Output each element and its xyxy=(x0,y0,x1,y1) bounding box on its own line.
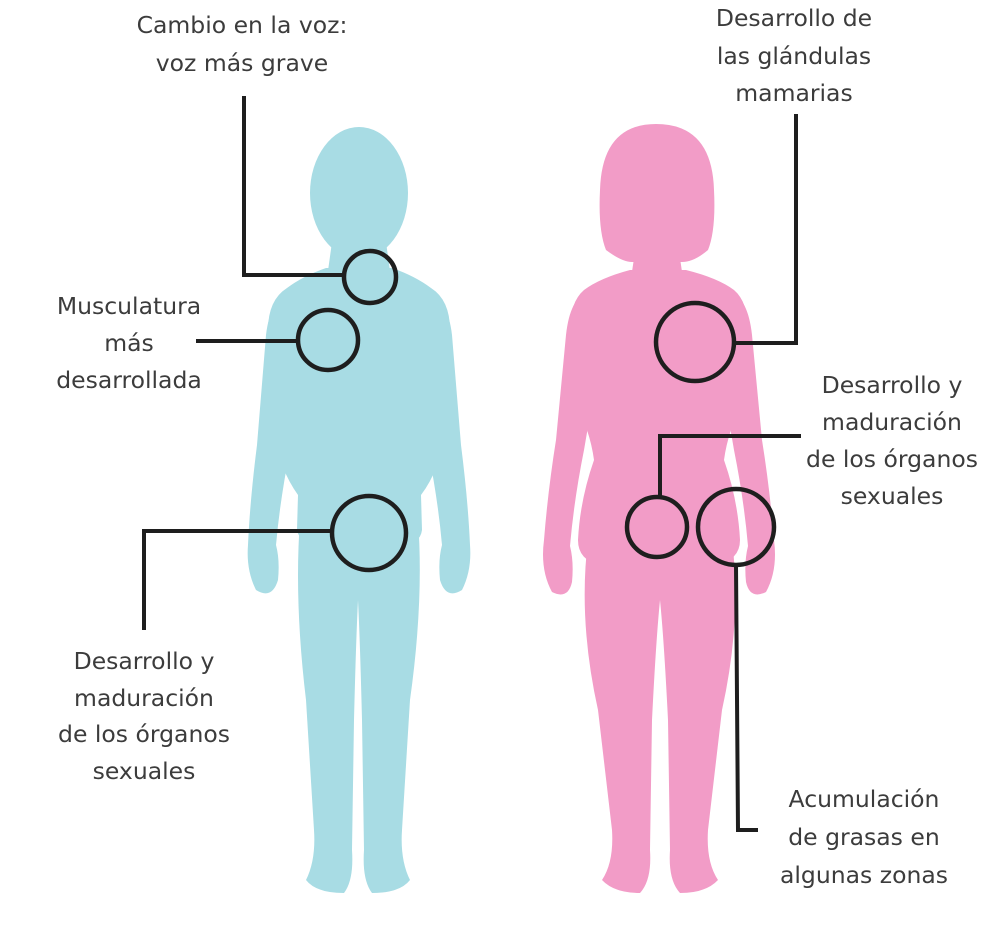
fat-label: Acumulación de grasas en algunas zonas xyxy=(780,785,948,889)
fat-connector xyxy=(734,564,758,832)
female-organs-label-line-4: sexuales xyxy=(841,482,944,510)
voice-label-line-1: Cambio en la voz: xyxy=(137,11,348,39)
mammary-label-line-3: mamarias xyxy=(735,79,852,107)
fat-label-line-3: algunas zonas xyxy=(780,861,948,889)
muscles-label-line-1: Musculatura xyxy=(57,292,201,320)
male-organs-label-line-3: de los órganos xyxy=(58,720,230,748)
female-organs-label: Desarrollo y maduración de los órganos s… xyxy=(806,371,978,510)
female-organs-label-line-3: de los órganos xyxy=(806,445,978,473)
male-organs-label-line-4: sexuales xyxy=(93,757,196,785)
female-head xyxy=(599,124,715,262)
male-organs-label-line-1: Desarrollo y xyxy=(74,647,215,675)
female-right-arm xyxy=(722,292,775,595)
female-torso xyxy=(570,270,748,565)
muscles-label-line-2: más xyxy=(104,329,154,357)
female-organs-label-line-2: maduración xyxy=(822,408,962,436)
female-callouts xyxy=(624,114,801,832)
male-organs-label-line-2: maduración xyxy=(74,684,214,712)
male-organs-label: Desarrollo y maduración de los órganos s… xyxy=(58,647,230,785)
mammary-connector xyxy=(734,114,798,345)
muscles-label-line-3: desarrollada xyxy=(56,366,202,394)
male-head xyxy=(310,127,408,259)
male-figure xyxy=(247,127,471,893)
female-organs-connector xyxy=(658,434,801,497)
male-organs-connector xyxy=(142,529,334,630)
fat-label-line-2: de grasas en xyxy=(788,823,940,851)
mammary-label: Desarrollo de las glándulas mamarias xyxy=(716,4,872,107)
female-legs xyxy=(584,540,736,893)
mammary-label-line-1: Desarrollo de xyxy=(716,4,872,32)
female-figure xyxy=(543,124,775,893)
voice-connector xyxy=(242,96,344,277)
male-right-arm xyxy=(418,292,471,594)
male-torso xyxy=(268,268,450,545)
voice-label-line-2: voz más grave xyxy=(156,49,328,77)
mammary-ring xyxy=(653,300,737,384)
female-organs-label-line-1: Desarrollo y xyxy=(822,371,963,399)
muscles-label: Musculatura más desarrollada xyxy=(56,292,202,394)
male-callouts xyxy=(142,96,409,630)
female-organs-ring-left xyxy=(624,494,690,560)
mammary-label-line-2: las glándulas xyxy=(717,42,871,70)
voice-label: Cambio en la voz: voz más grave xyxy=(137,11,348,77)
voice-ring xyxy=(341,248,399,306)
male-left-arm xyxy=(247,292,300,594)
male-organs-ring xyxy=(329,493,409,573)
fat-label-line-1: Acumulación xyxy=(789,785,940,813)
male-legs xyxy=(298,520,420,893)
female-left-arm xyxy=(543,292,596,595)
muscles-ring xyxy=(295,307,361,373)
